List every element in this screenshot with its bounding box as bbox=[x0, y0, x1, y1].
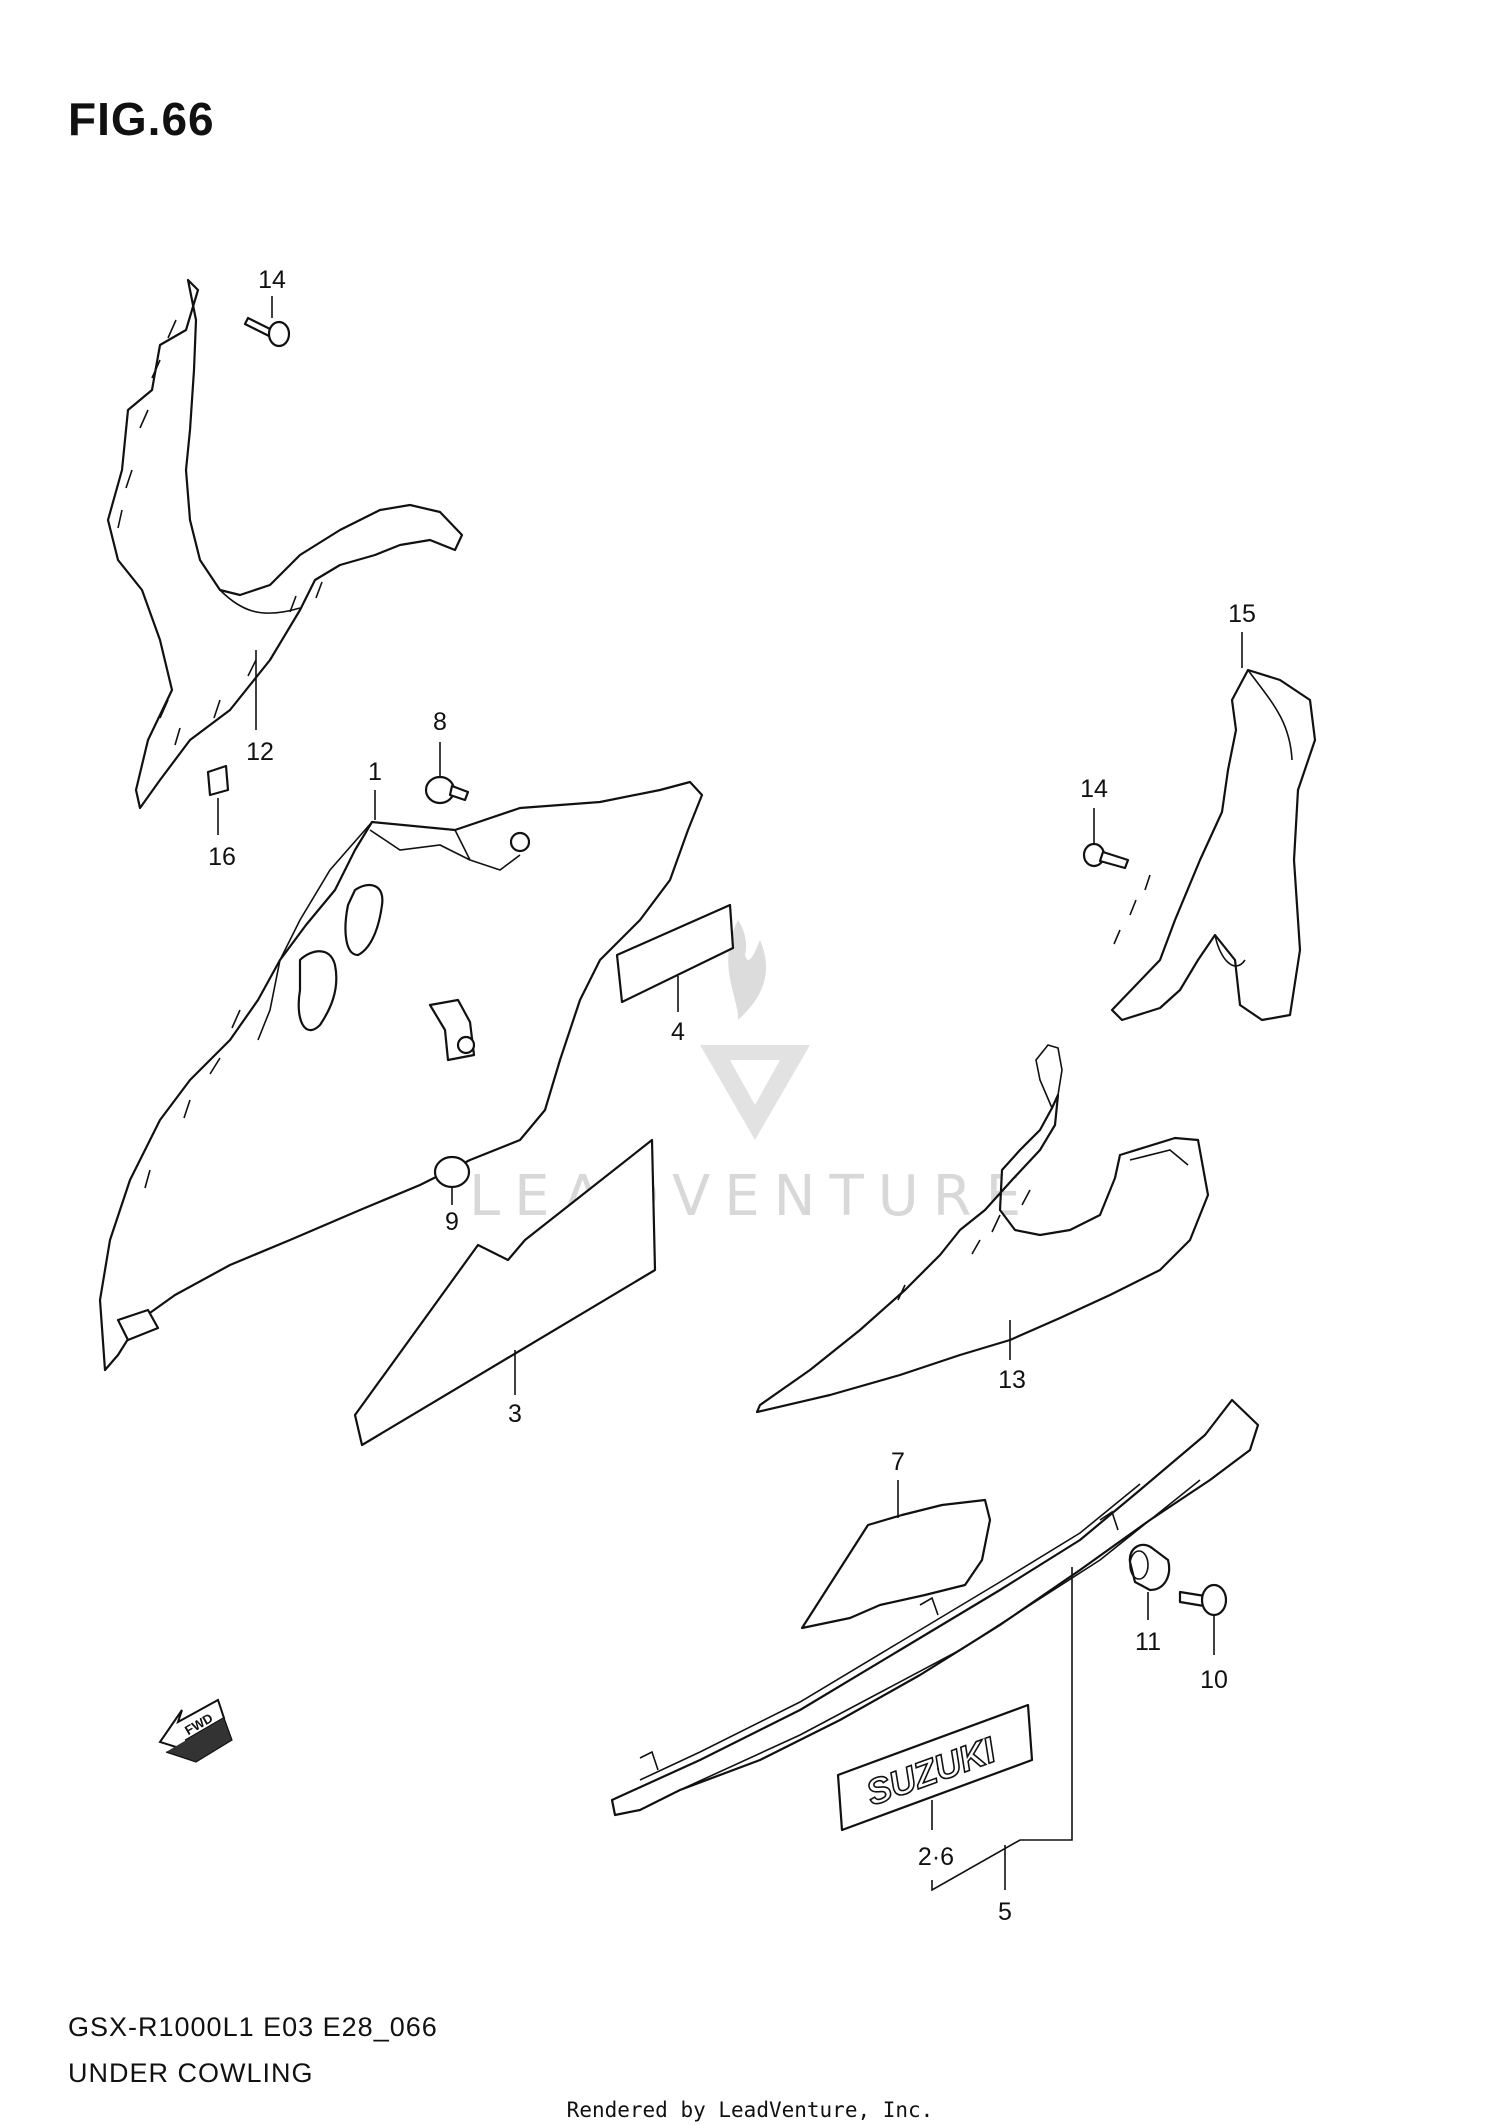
part-10-bolt: 10 bbox=[1178, 1583, 1228, 1694]
callout-3: 3 bbox=[508, 1400, 522, 1428]
rendered-by-credit: Rendered by LeadVenture, Inc. bbox=[566, 2098, 934, 2122]
screw-head bbox=[267, 320, 291, 348]
callout-10: 10 bbox=[1200, 1666, 1228, 1694]
callout-14-left: 14 bbox=[258, 266, 286, 294]
watermark-flame-icon bbox=[728, 920, 767, 1020]
figure-title: FIG.66 bbox=[68, 93, 215, 145]
callout-5: 5 bbox=[998, 1898, 1012, 1926]
cowling-inner-rim bbox=[257, 821, 521, 1041]
skirt-shape bbox=[610, 1398, 1260, 1817]
callout-16: 16 bbox=[208, 843, 236, 871]
leader-2-6 bbox=[931, 1768, 939, 1830]
skirt-clips bbox=[639, 1510, 1119, 1771]
callout-11: 11 bbox=[1135, 1628, 1161, 1656]
callout-2-6: 2·6 bbox=[918, 1843, 954, 1871]
callout-12: 12 bbox=[246, 738, 274, 766]
part-3-insulator: 3 bbox=[353, 1138, 657, 1447]
section-name: UNDER COWLING bbox=[68, 2058, 314, 2088]
inner-panel-rib bbox=[219, 589, 301, 614]
part-9-grommet: 9 bbox=[433, 1155, 471, 1236]
cowling-front-tab bbox=[116, 1308, 160, 1342]
suzuki-emblem: SUZUKI bbox=[836, 1703, 1034, 1832]
forward-direction-indicator: FWD bbox=[158, 1698, 233, 1763]
lower-panel-mount-tab bbox=[1035, 1044, 1063, 1109]
clip-shape bbox=[206, 764, 230, 797]
bolt-head bbox=[1200, 1583, 1228, 1617]
callout-9: 9 bbox=[445, 1208, 459, 1236]
side-cover-shape bbox=[1110, 668, 1317, 1022]
fwd-arrow-shadow bbox=[165, 1717, 233, 1763]
cowling-vent-upper bbox=[297, 950, 338, 1032]
callout-7: 7 bbox=[891, 1448, 905, 1476]
screw-shank bbox=[1098, 850, 1130, 870]
leader-5-bracket bbox=[931, 1567, 1073, 1892]
part-15-side-cover: 15 bbox=[1110, 600, 1317, 1022]
inner-panel-tabs bbox=[117, 319, 323, 746]
part-7-seal: 7 bbox=[800, 1448, 992, 1630]
inner-panel-shape bbox=[106, 278, 464, 810]
bolt-head bbox=[424, 775, 456, 805]
watermark-v-icon bbox=[700, 1045, 810, 1140]
grommet-shape bbox=[433, 1155, 471, 1189]
skirt-contour-lines bbox=[639, 1479, 1201, 1791]
part-1-under-cowling: 1 bbox=[98, 758, 704, 1372]
part-14-screw-right: 14 bbox=[1080, 775, 1130, 870]
insulator-shape bbox=[353, 1138, 657, 1447]
callout-1: 1 bbox=[368, 758, 382, 786]
side-cover-tabs bbox=[1113, 874, 1151, 945]
part-4-pad: 4 bbox=[615, 903, 735, 1046]
callout-15: 15 bbox=[1228, 600, 1256, 628]
pad-shape bbox=[615, 903, 735, 1004]
part-14-screw-left: 14 bbox=[243, 266, 291, 348]
side-cover-ribs bbox=[1214, 669, 1293, 967]
part-13-lower-panel: 13 bbox=[755, 1044, 1210, 1414]
lower-panel-shape bbox=[755, 1093, 1210, 1414]
model-code: GSX-R1000L1 E03 E28_066 bbox=[68, 2012, 438, 2042]
bolt-shank bbox=[448, 784, 470, 802]
part-11-collar: 11 bbox=[1128, 1543, 1171, 1656]
callout-13: 13 bbox=[998, 1366, 1026, 1394]
lower-panel-details bbox=[897, 1149, 1189, 1301]
part-8-bolt: 8 bbox=[424, 708, 470, 805]
callout-14-right: 14 bbox=[1080, 775, 1108, 803]
cowling-vent-lower bbox=[344, 883, 384, 957]
cowling-tabs bbox=[144, 1009, 241, 1189]
part-5-lower-skirt: SUZUKI 2·6 5 bbox=[610, 1398, 1260, 1926]
callout-8: 8 bbox=[433, 708, 447, 736]
seal-shape bbox=[800, 1498, 992, 1630]
cowling-bracket-hole bbox=[456, 1035, 476, 1055]
cowling-outline bbox=[98, 780, 704, 1372]
cowling-mount-hole bbox=[509, 831, 531, 853]
part-12-inner-panel bbox=[106, 278, 464, 810]
part-16-clip: 16 bbox=[206, 764, 236, 871]
callout-4: 4 bbox=[671, 1018, 685, 1046]
emblem-plate bbox=[836, 1703, 1034, 1832]
collar-bore bbox=[1129, 1550, 1149, 1580]
